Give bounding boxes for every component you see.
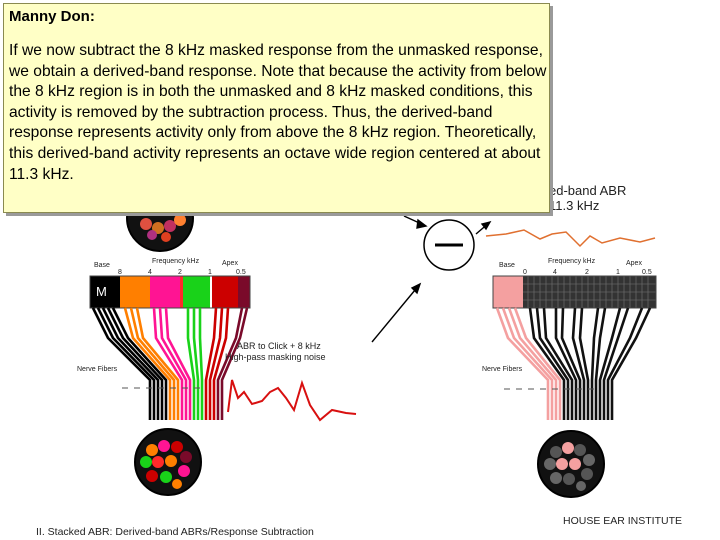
derived-band-title: ed-band ABR 11.3 kHz xyxy=(549,183,626,213)
minus-operator xyxy=(423,219,475,271)
left-tick-8: 8 xyxy=(118,269,122,276)
abr-caption-line1: ABR to Click + 8 kHz xyxy=(237,341,321,351)
left-tick-4: 4 xyxy=(148,269,152,276)
right-tick-1: 1 xyxy=(616,269,620,276)
left-tick-2: 2 xyxy=(178,269,182,276)
presenter-note: Manny Don: If we now subtract the 8 kHz … xyxy=(3,3,550,213)
left-tick-1: 1 xyxy=(208,269,212,276)
footer-institute: HOUSE EAR INSTITUTE xyxy=(563,515,683,527)
right-tick-05: 0.5 xyxy=(642,269,652,276)
right-tick-4: 4 xyxy=(553,269,557,276)
note-author: Manny Don: xyxy=(9,8,95,25)
right-frequency-label: Frequency kHz xyxy=(548,258,596,265)
right-tick-0: 0 xyxy=(523,269,527,276)
left-nerve-bundle xyxy=(134,428,202,496)
left-apex-label: Apex xyxy=(222,260,238,267)
right-cochlea-strip xyxy=(492,275,657,309)
right-tick-2: 2 xyxy=(585,269,589,276)
right-base-label: Base xyxy=(499,262,515,269)
left-abr-waveform xyxy=(122,379,357,422)
abr-caption: ABR to Click + 8 kHz High-pass masking n… xyxy=(225,341,326,363)
note-body: If we now subtract the 8 kHz masked resp… xyxy=(9,42,547,183)
footer-slide-title: II. Stacked ABR: Derived-band ABRs/Respo… xyxy=(36,526,314,538)
right-nerve-fibers-label: Nerve Fibers xyxy=(482,366,523,373)
right-nerve-bundle xyxy=(537,430,605,498)
left-frequency-label: Frequency kHz xyxy=(152,258,200,265)
derived-band-title-line2: 11.3 kHz xyxy=(549,198,600,213)
right-nerve-fibers xyxy=(495,307,652,420)
left-tick-05: 0.5 xyxy=(236,269,246,276)
arrows xyxy=(371,215,492,343)
right-apex-label: Apex xyxy=(626,260,642,267)
masker-marker-label: M xyxy=(96,284,107,299)
left-cochlea-strip xyxy=(89,275,251,309)
left-base-label: Base xyxy=(94,262,110,269)
right-derived-waveform xyxy=(485,229,656,248)
derived-band-title-line1: ed-band ABR xyxy=(549,183,627,198)
abr-caption-line2: High-pass masking noise xyxy=(225,352,326,362)
left-nerve-fibers xyxy=(91,307,249,420)
left-nerve-fibers-label: Nerve Fibers xyxy=(77,366,118,373)
